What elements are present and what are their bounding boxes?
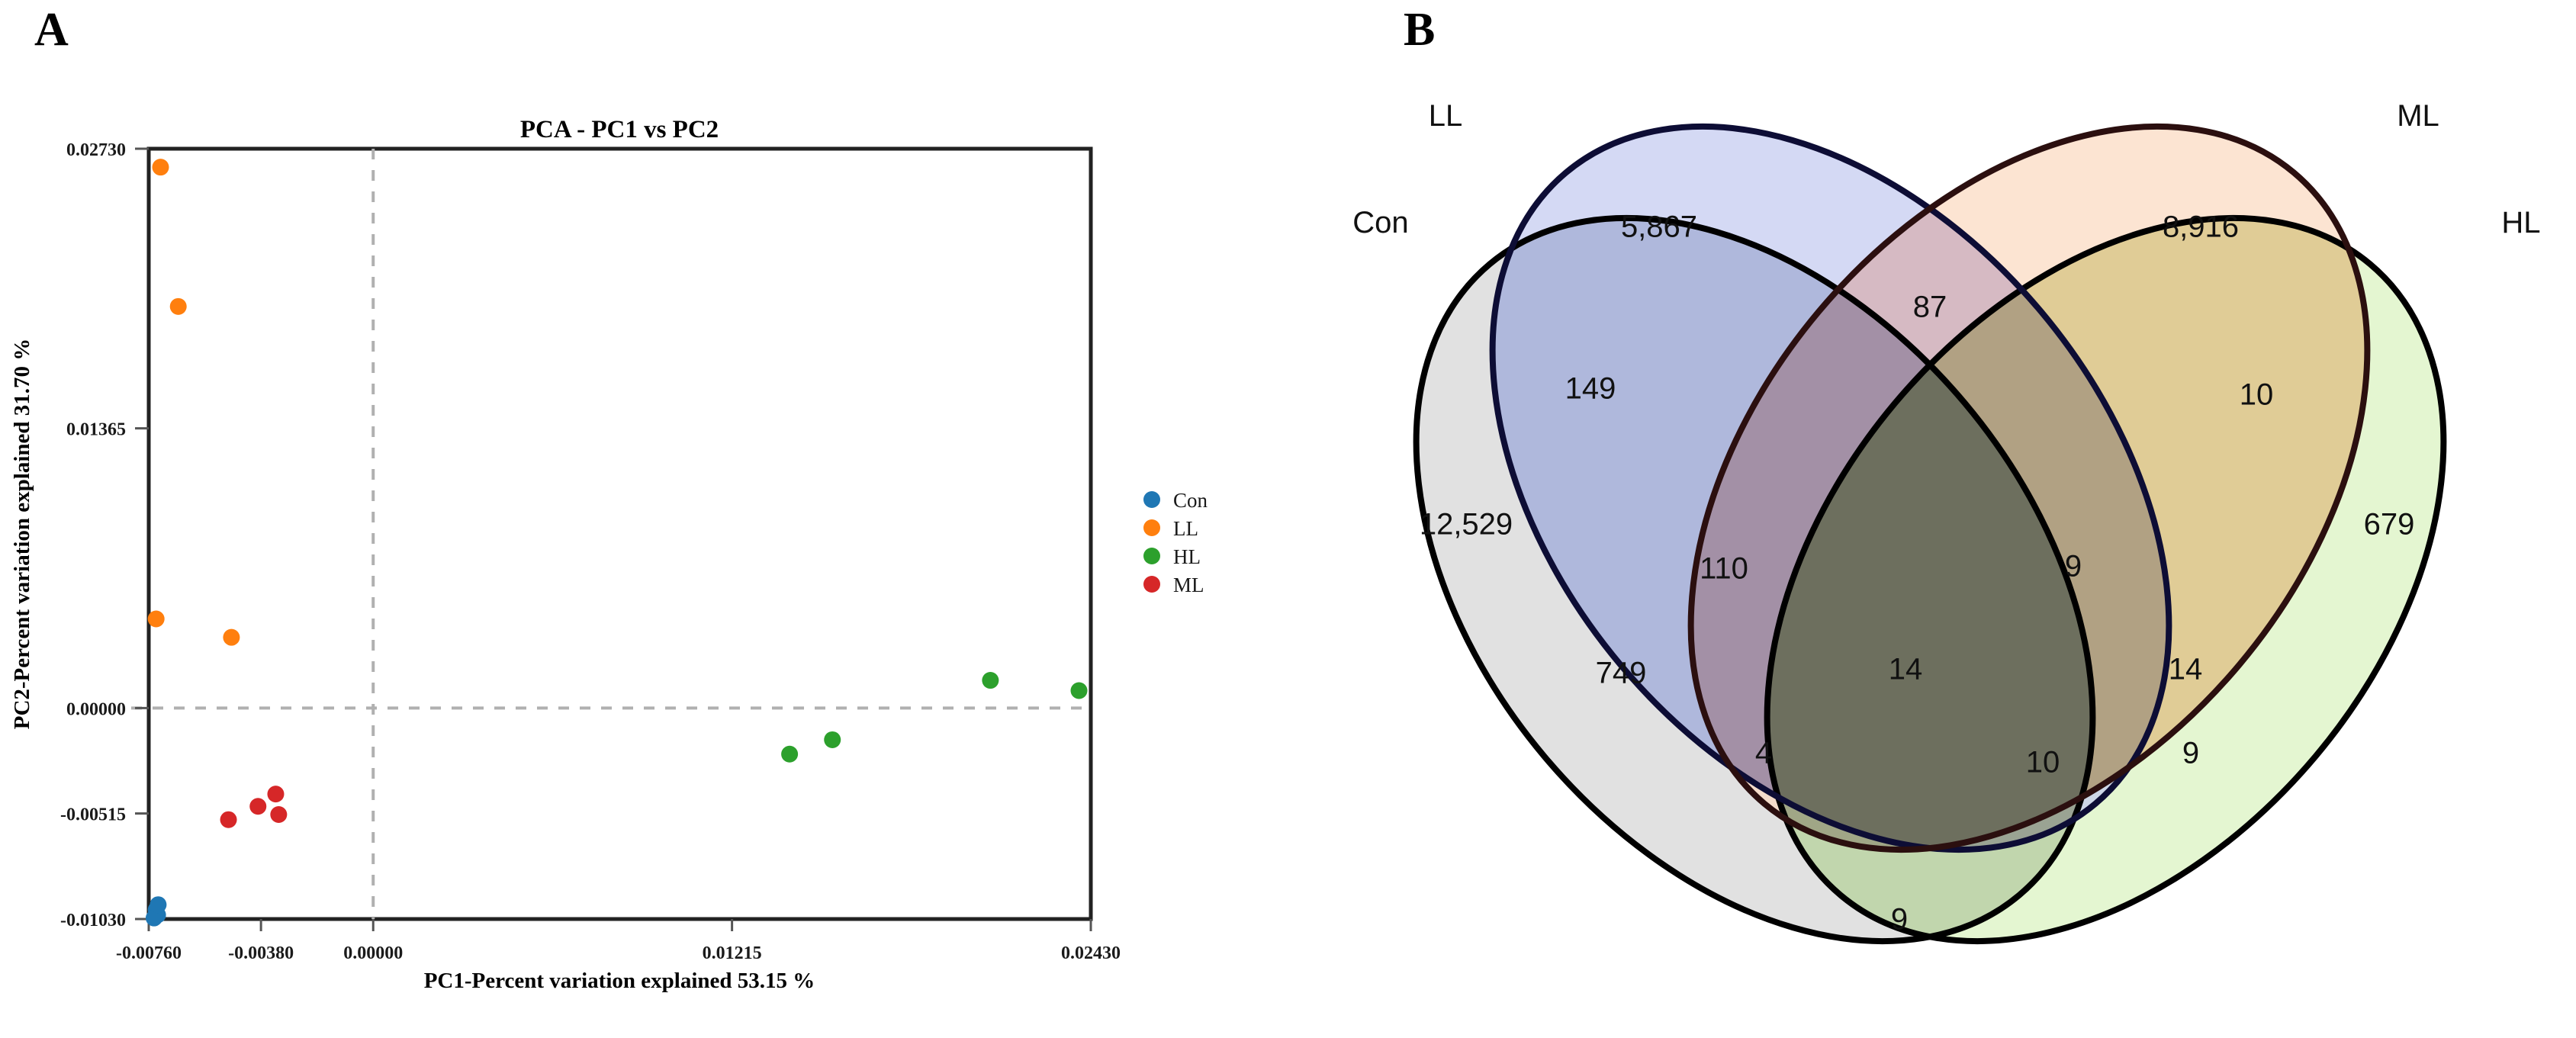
y-axis-ticks: 0.02730 0.01365 0.00000 -0.00515 -0.01030: [60, 140, 149, 930]
x-tick-label: -0.00760: [116, 943, 182, 963]
reference-lines: [131, 149, 1091, 919]
venn-ellipse-fills: [1416, 127, 2444, 941]
legend-marker-con[interactable]: [1143, 491, 1160, 508]
venn-diagram: LL ML Con HL 5,867 8,916 12,529 679 87 1…: [1352, 0, 2541, 1038]
venn-count-ll-con-hl: 4: [1755, 737, 1772, 770]
scatter-point-ml: [220, 811, 237, 828]
venn-count-ll-con: 149: [1565, 372, 1616, 406]
panel-b-venn-diagram: B: [1297, 0, 2576, 1038]
scatter-point-hl: [982, 672, 999, 689]
scatter-point-con: [150, 896, 167, 914]
venn-count-con-hl: 9: [2065, 550, 2082, 583]
venn-outline-ml: [1687, 124, 2371, 853]
venn-outline-ll: [1489, 124, 2172, 853]
scatter-points: [145, 159, 1088, 927]
scatter-point-ll: [152, 159, 169, 176]
legend-label-ml: ML: [1173, 574, 1204, 596]
venn-count-ml-hl: 10: [2240, 378, 2274, 412]
x-axis-title: PC1-Percent variation explained 53.15 %: [424, 969, 815, 993]
y-axis-title: PC2-Percent variation explained 31.70 %: [10, 339, 34, 730]
legend-marker-ml[interactable]: [1143, 576, 1160, 593]
venn-count-ll-ml-hl: 9: [2182, 737, 2199, 770]
legend-label-hl: HL: [1173, 545, 1201, 568]
scatter-point-ml: [267, 786, 285, 803]
y-tick-label: 0.00000: [66, 699, 126, 719]
pca-scatter-plot: -0.00760 -0.00380 0.00000 0.01215 0.02430 0.…: [10, 116, 1208, 993]
x-tick-label: 0.02430: [1061, 943, 1121, 963]
venn-outline-con: [1413, 215, 2096, 944]
venn-count-con-ll-lower: 749: [1596, 657, 1647, 690]
venn-count-ml-only: 8,916: [2163, 210, 2239, 244]
y-tick-label: -0.00515: [60, 805, 126, 825]
venn-count-ll-ml-con: 110: [1700, 552, 1748, 586]
scatter-point-ml: [249, 798, 267, 815]
scatter-point-ll: [223, 628, 240, 646]
venn-count-con-hl-bottom: 9: [1891, 903, 1908, 937]
venn-set-label-con: Con: [1352, 206, 1408, 239]
panel-a-letter: A: [34, 4, 69, 56]
y-tick-label: 0.02730: [66, 140, 126, 160]
panel-b-letter: B: [1404, 4, 1436, 56]
scatter-point-ll: [169, 297, 187, 315]
x-tick-label: 0.00000: [343, 943, 403, 963]
panel-a-pca-scatter: A -0.00760 -0.00380 0.00000 0.01215 0.02430 …: [10, 4, 1208, 993]
venn-count-ll-only: 5,867: [1621, 210, 1697, 244]
y-tick-label: 0.01365: [66, 420, 126, 440]
x-axis-ticks: -0.00760 -0.00380 0.00000 0.01215 0.02430: [116, 919, 1121, 963]
scatter-point-hl: [1070, 682, 1088, 699]
plot-title: PCA - PC1 vs PC2: [520, 116, 719, 143]
venn-count-ml-hl-lower: 14: [2169, 653, 2203, 686]
venn-count-hl-only: 679: [2364, 508, 2415, 541]
y-tick-label: -0.01030: [60, 911, 126, 930]
plot-area-border: [146, 146, 1093, 921]
legend-marker-ll[interactable]: [1143, 519, 1160, 536]
venn-set-label-hl: HL: [2501, 206, 2540, 239]
venn-set-label-ml: ML: [2397, 99, 2439, 133]
scatter-point-con: [145, 909, 162, 927]
venn-count-con-only: 12,529: [1420, 508, 1513, 541]
plot-frame: [146, 146, 1093, 921]
scatter-point-ll: [147, 610, 165, 628]
legend-marker-hl[interactable]: [1143, 548, 1160, 564]
scatter-point-hl: [824, 731, 841, 748]
scatter-point-ml: [270, 806, 288, 824]
scatter-point-hl: [781, 745, 799, 763]
venn-count-all-four: 14: [1889, 653, 1923, 686]
legend-label-con: Con: [1173, 489, 1208, 512]
venn-count-ml-con-hl: 10: [2026, 746, 2060, 779]
venn-count-ll-ml: 87: [1913, 291, 1947, 324]
venn-ellipse-outlines: [1413, 124, 2447, 944]
x-tick-label: -0.00380: [228, 943, 294, 963]
legend-label-ll: LL: [1173, 517, 1198, 540]
venn-outline-hl: [1764, 215, 2447, 944]
venn-set-label-ll: LL: [1429, 99, 1463, 133]
x-tick-label: 0.01215: [703, 943, 762, 963]
